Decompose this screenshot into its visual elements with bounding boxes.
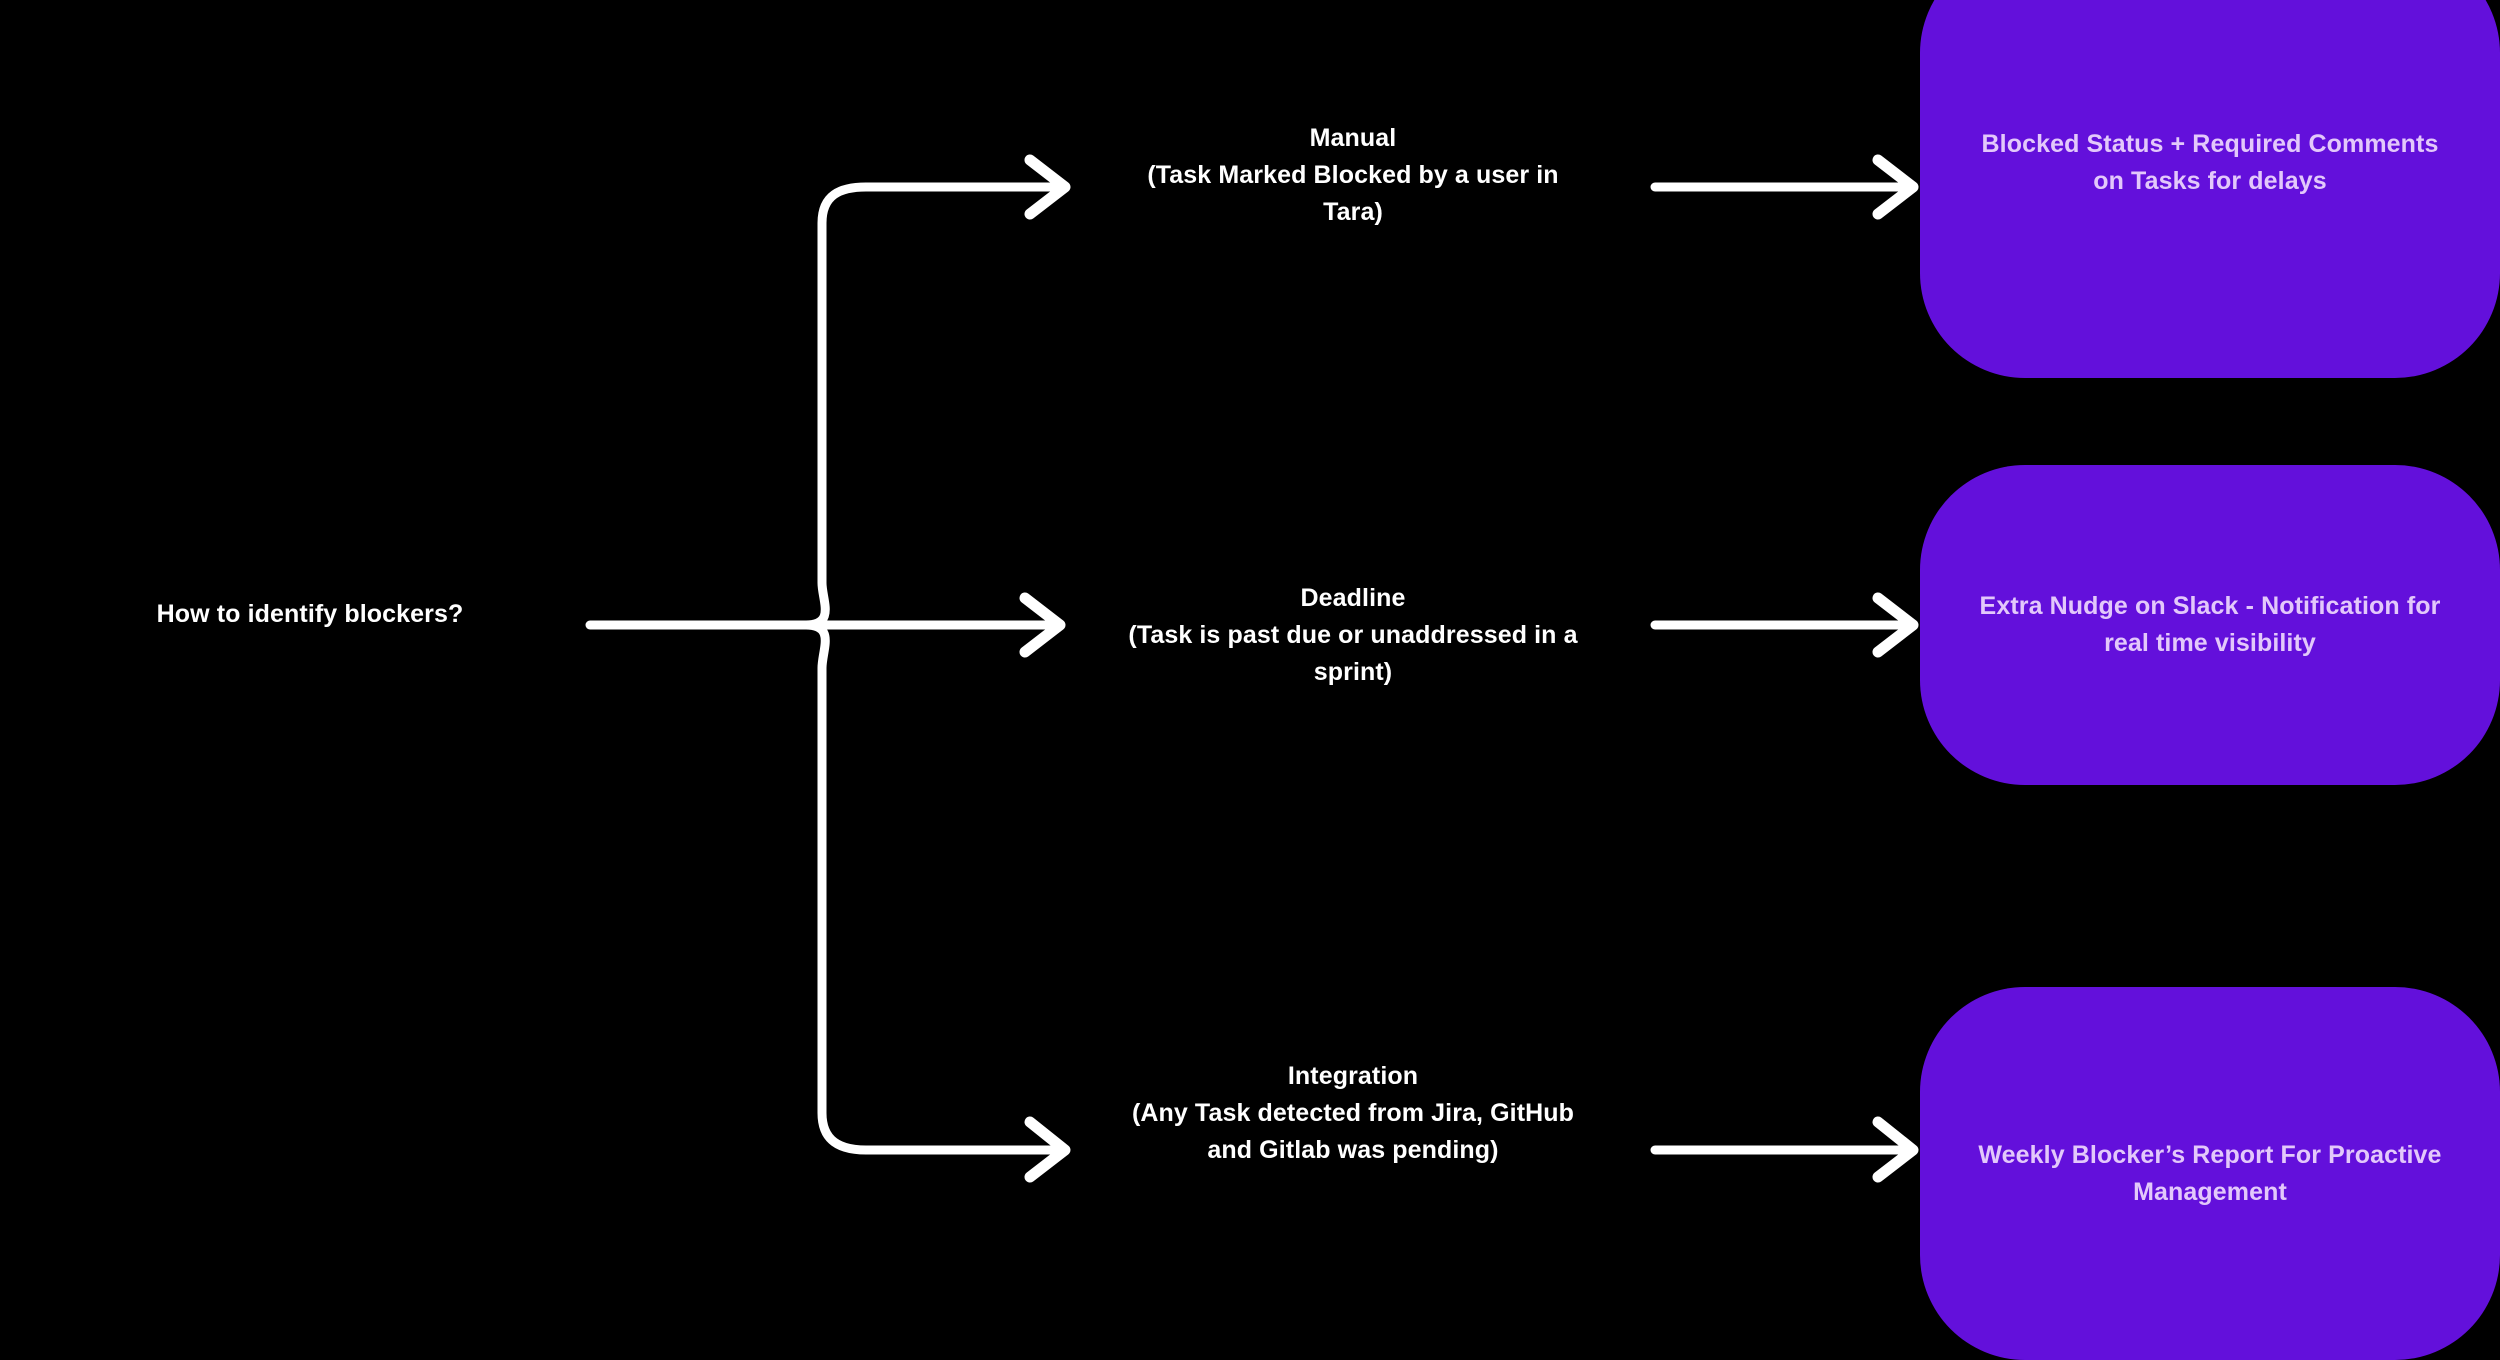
- branch-title: Integration: [1287, 1062, 1419, 1090]
- branch-label-deadline: Deadline (Task is past due or unaddresse…: [1118, 580, 1588, 691]
- branch-title: Deadline: [1300, 584, 1406, 612]
- branch-label-manual: Manual (Task Marked Blocked by a user in…: [1118, 120, 1588, 231]
- arrowhead-outcome-deadline: [1872, 592, 1919, 658]
- branch-detail: (Task is past due or unaddressed in a sp…: [1128, 621, 1578, 686]
- arrowhead-outcome-integration: [1872, 1116, 1919, 1183]
- branch-detail: (Any Task detected from Jira, GitHub and…: [1131, 1099, 1575, 1164]
- connector-branch-integration: [801, 620, 1060, 1155]
- outcome-card-blocked-status: Blocked Status + Required Comments on Ta…: [1920, 0, 2500, 378]
- outcome-card-weekly-report: Weekly Blocker’s Report For Proactive Ma…: [1920, 987, 2500, 1360]
- arrowhead-branch-manual: [1024, 154, 1071, 220]
- outcome-card-slack-nudge: Extra Nudge on Slack - Notification for …: [1920, 465, 2500, 785]
- branch-label-integration: Integration (Any Task detected from Jira…: [1118, 1058, 1588, 1169]
- diagram-canvas: How to identify blockers? Manual (Task M…: [156, 0, 2500, 1360]
- branch-detail: (Task Marked Blocked by a user in Tara): [1147, 161, 1559, 226]
- arrowhead-branch-deadline: [1019, 592, 1066, 658]
- connector-branch-manual: [801, 182, 1060, 630]
- outcome-card-text: Extra Nudge on Slack - Notification for …: [1979, 592, 2441, 657]
- arrowhead-branch-integration: [1024, 1116, 1071, 1183]
- outcome-card-text: Weekly Blocker’s Report For Proactive Ma…: [1978, 1140, 2442, 1206]
- root-node-label: How to identify blockers?: [156, 600, 464, 628]
- branch-title: Manual: [1309, 124, 1397, 152]
- outcome-card-text: Blocked Status + Required Comments on Ta…: [1981, 130, 2439, 195]
- arrowhead-outcome-manual: [1872, 154, 1919, 220]
